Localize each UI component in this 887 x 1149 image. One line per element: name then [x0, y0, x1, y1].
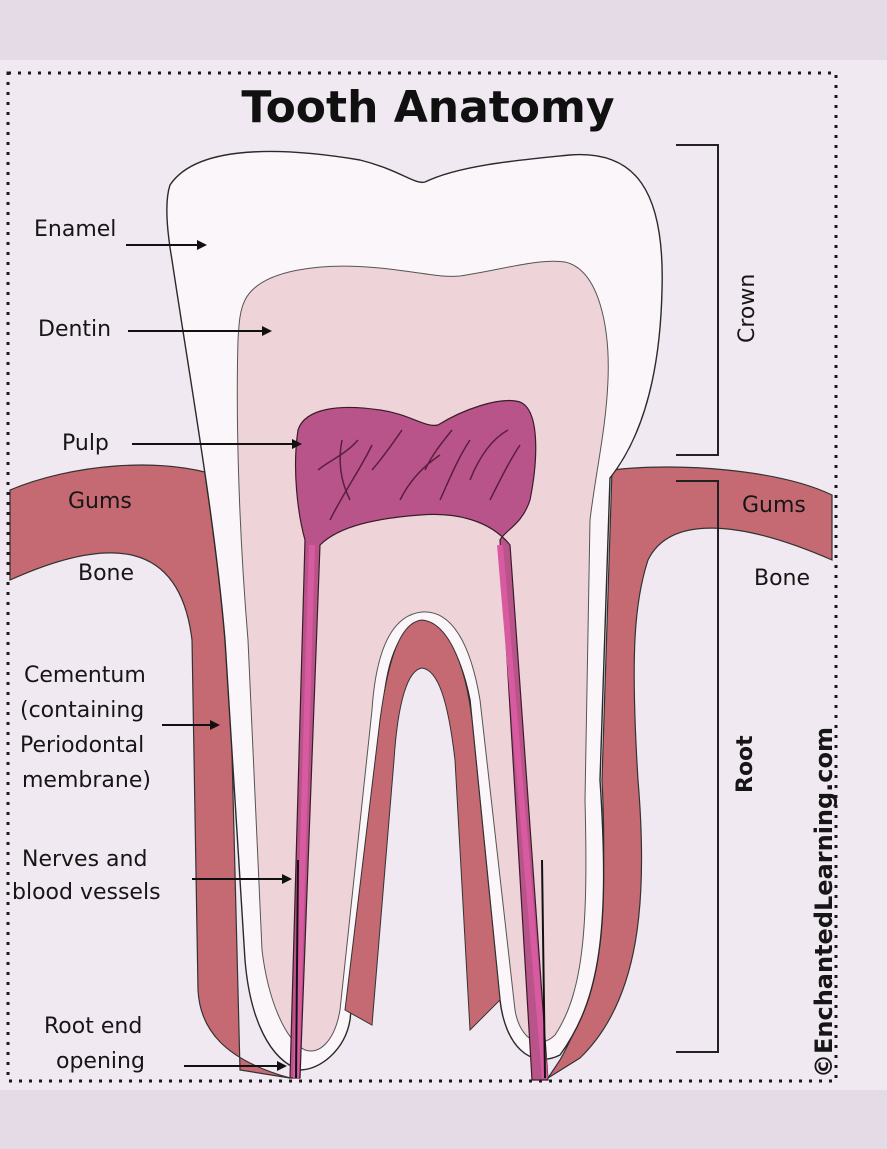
pulp-vessel-branches [317, 429, 521, 521]
left-nerve-canal [293, 544, 315, 1079]
dotted-border [6, 71, 838, 1083]
label-root: Root [733, 735, 758, 793]
crown-bracket [676, 144, 719, 456]
label-nerves-line1: Nerves and [22, 847, 147, 872]
label-dentin: Dentin [38, 317, 111, 342]
pulp-chamber [289, 400, 549, 1081]
right-nerve-canal [497, 544, 548, 1079]
right-canal-line [541, 859, 546, 1079]
label-nerves-line2: blood vessels [12, 880, 161, 905]
label-gums-left: Gums [68, 489, 132, 514]
label-pulp: Pulp [62, 431, 109, 456]
label-cementum-line1: Cementum [24, 663, 146, 688]
label-enamel: Enamel [34, 217, 116, 242]
label-gums-right: Gums [742, 493, 806, 518]
left-gum [9, 464, 291, 1079]
diagram-title: Tooth Anatomy [241, 82, 614, 133]
root-bracket [676, 480, 719, 1053]
label-root-end-line1: Root end [44, 1014, 142, 1039]
label-crown: Crown [735, 274, 760, 343]
label-arrows [126, 240, 302, 1071]
label-cementum-line2: (containing [20, 698, 144, 723]
label-cementum-line4: membrane) [22, 768, 151, 793]
left-canal-line [295, 859, 299, 1079]
label-cementum-line3: Periodontal [20, 733, 144, 758]
root-inner-gap [344, 619, 501, 1032]
label-bone-right: Bone [754, 566, 810, 591]
label-root-end-line2: opening [56, 1049, 145, 1074]
copyright-text: ©EnchantedLearning.com [810, 727, 838, 1078]
label-bone-left: Bone [78, 561, 134, 586]
